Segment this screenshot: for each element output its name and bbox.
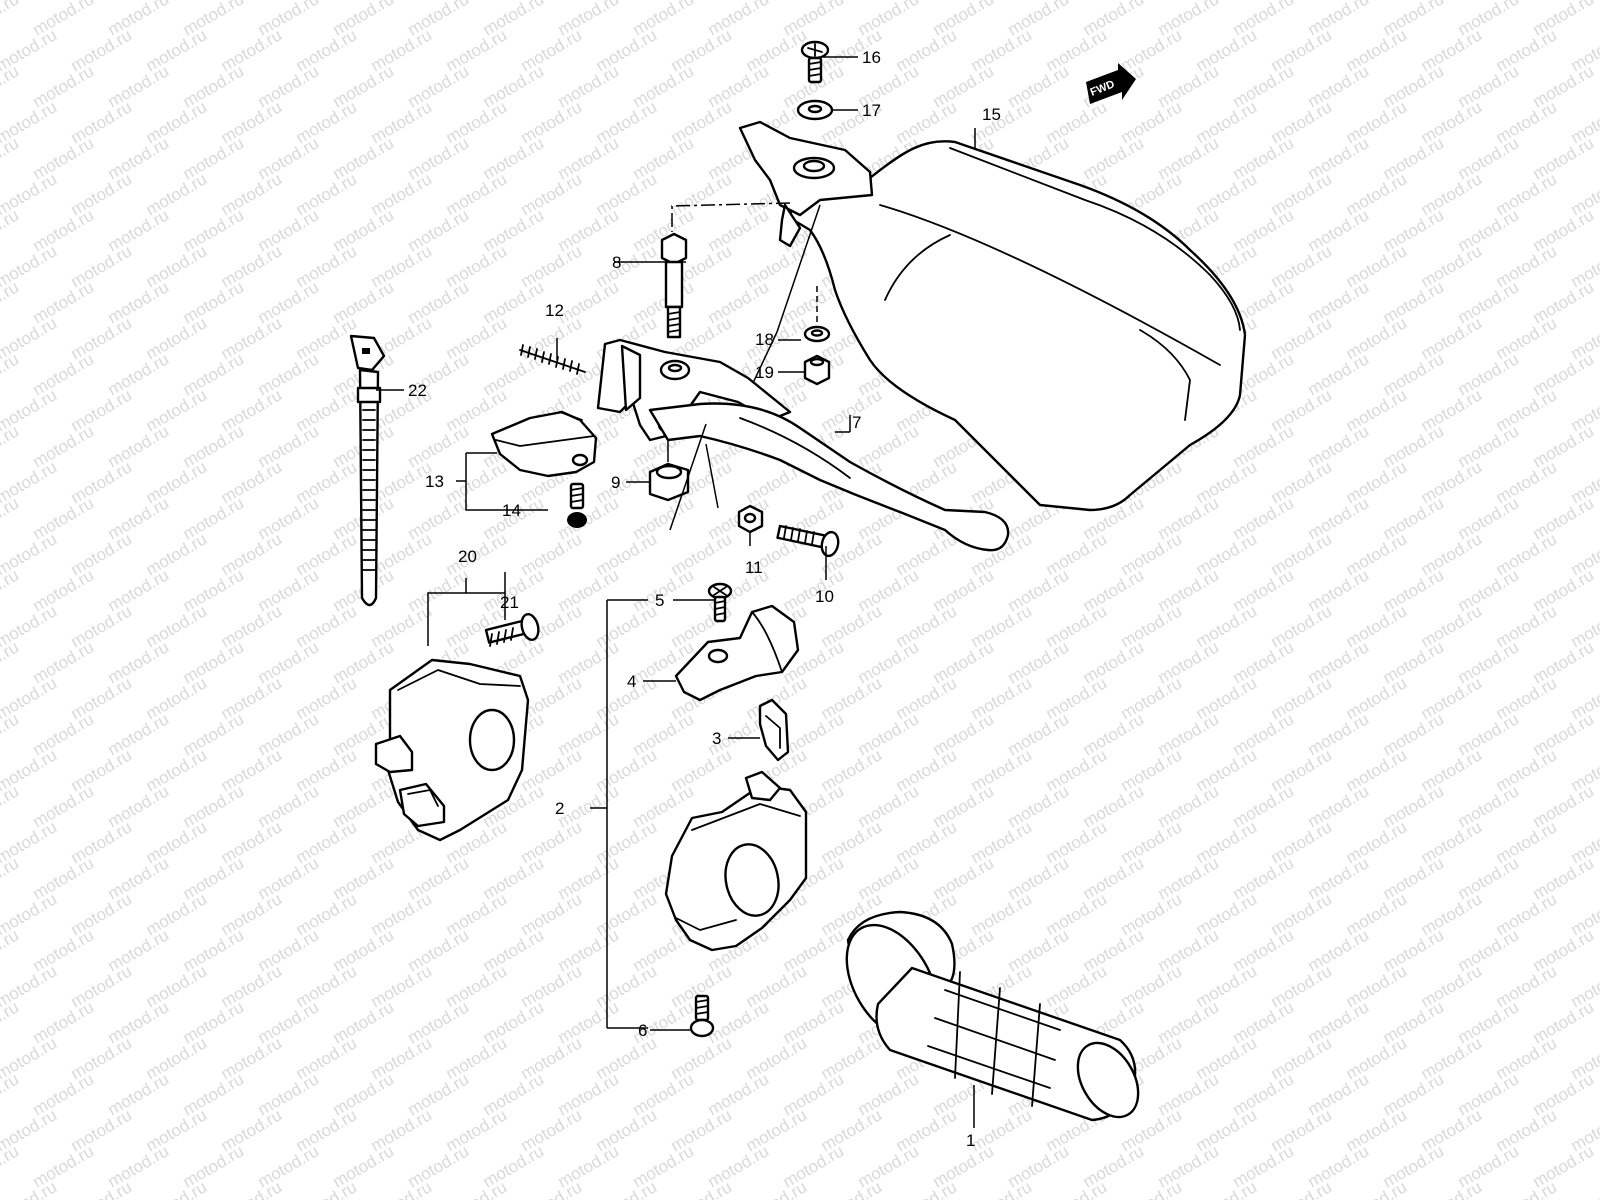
lever-clamp-4 <box>674 604 800 702</box>
callout-10: 10 <box>815 587 834 606</box>
locknut-11 <box>737 504 764 534</box>
callout-14: 14 <box>502 501 521 520</box>
screw-6 <box>689 994 715 1038</box>
screw-14 <box>567 482 587 528</box>
clip-3 <box>758 698 790 762</box>
callout-12: 12 <box>545 301 564 320</box>
handlebar-grip-1 <box>845 910 1140 1122</box>
callout-20: 20 <box>458 547 477 566</box>
callout-2: 2 <box>555 799 564 818</box>
washer-18 <box>803 325 831 343</box>
pivot-bolt-10 <box>776 524 840 558</box>
callout-13: 13 <box>425 472 444 491</box>
callout-22: 22 <box>408 381 427 400</box>
clutch-switch-13 <box>490 410 598 478</box>
callout-21: 21 <box>500 593 519 612</box>
callout-5: 5 <box>655 591 664 610</box>
callout-1: 1 <box>966 1131 975 1150</box>
cable-tie-22 <box>349 334 386 607</box>
nut-19 <box>803 354 831 386</box>
adjuster-spring-12 <box>519 344 586 375</box>
fwd-direction-badge: FWD <box>1086 63 1136 104</box>
clutch-lever <box>648 402 1010 552</box>
callout-18: 18 <box>755 330 774 349</box>
screw-21 <box>484 613 540 647</box>
callout-9: 9 <box>611 473 620 492</box>
callout-4: 4 <box>627 672 636 691</box>
callout-3: 3 <box>712 729 721 748</box>
callout-15: 15 <box>982 105 1001 124</box>
lever-housing-2 <box>664 770 808 952</box>
washer-17 <box>796 99 834 121</box>
screw-16 <box>800 40 830 84</box>
callout-16: 16 <box>862 48 881 67</box>
callout-7: 7 <box>852 413 861 432</box>
callout-19: 19 <box>755 363 774 382</box>
callout-11: 11 <box>745 558 763 577</box>
callout-8: 8 <box>612 253 621 272</box>
callout-6: 6 <box>638 1021 647 1040</box>
switch-housing-20 <box>374 658 530 842</box>
callout-17: 17 <box>862 101 881 120</box>
spacer-bolt-8 <box>660 232 688 339</box>
screw-5 <box>707 582 733 623</box>
